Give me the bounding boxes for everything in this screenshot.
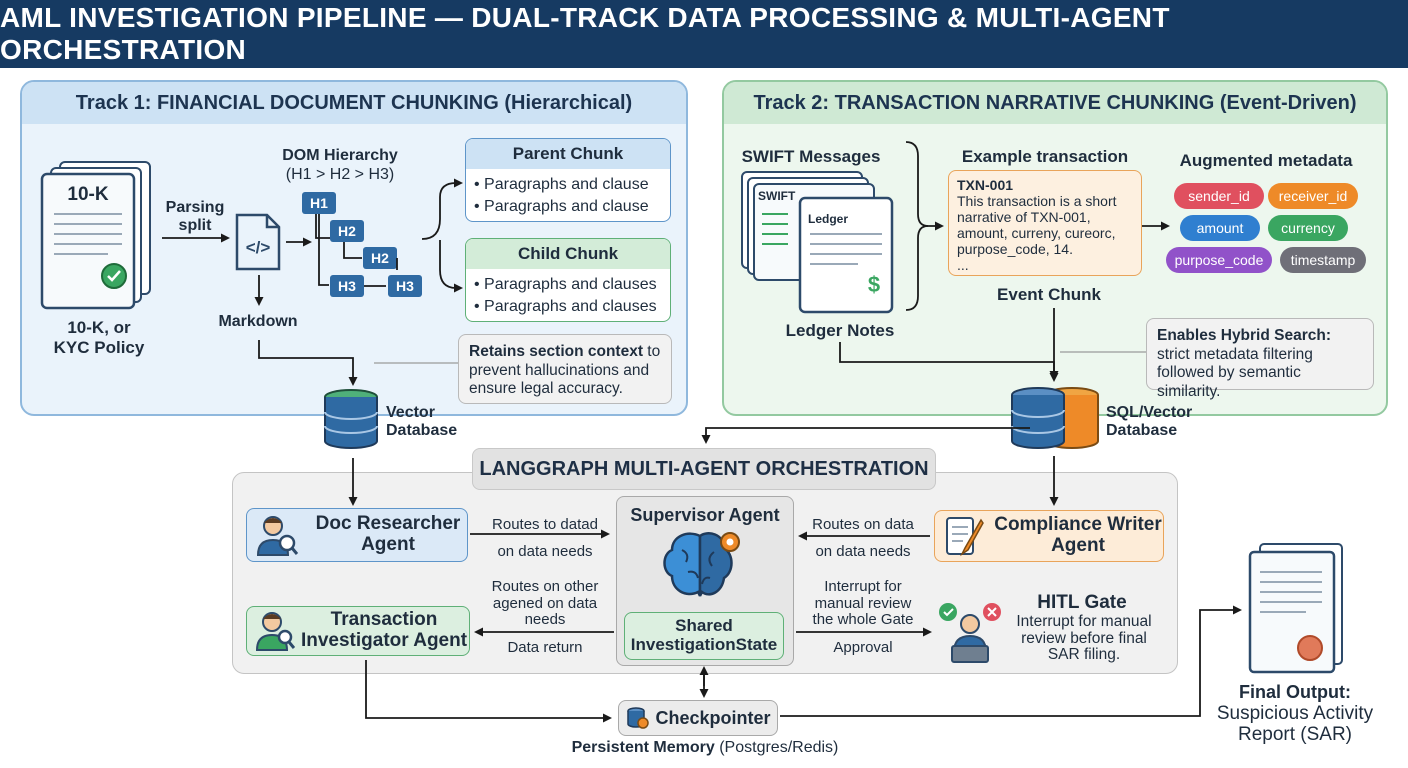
track2-note: Enables Hybrid Search: strict metadata f… [1146,318,1374,400]
checkpointer-caption: Persistent Memory (Postgres/Redis) [540,739,870,757]
edge-label: Routes on data [812,516,914,533]
ledger-doc-label: Ledger [808,212,849,226]
track1-note-text: to prevent hallucinations and ensure leg… [469,343,661,398]
child-chunk-line: • Paragraphs and clauses [474,297,657,315]
track1-note-bold: Retains section context [469,343,643,360]
checkpointer-caption-bold: Persistent Memory [571,739,715,756]
example-id: TXN-001 [957,177,1014,193]
checkpointer-box[interactable]: Checkpointer [618,700,778,736]
database-icon [627,707,650,729]
heading-h3: H3 [388,275,422,297]
child-chunk-title: Child Chunk [466,239,670,269]
metadata-pill: timestamp [1280,247,1366,273]
svg-text:</>: </> [246,238,271,257]
swift-doc-label: SWIFT [758,189,796,203]
checkpointer-caption-rest: (Postgres/Redis) [714,739,839,756]
heading-h1: H1 [302,192,336,214]
hitl-text: Interrupt for manual review before final… [1016,613,1152,664]
dom-title: DOM Hierarchy [282,147,398,164]
transaction-investigator-agent[interactable]: Transaction Investigator Agent [246,606,470,656]
track1-note: Retains section context to prevent hallu… [458,334,672,404]
edge-label: Routes on other agened on data needs [491,578,599,628]
parsing-label: Parsing split [165,199,225,234]
vector-database-label: Vector Database [386,404,458,440]
metadata-pill: amount [1180,215,1260,241]
parent-chunk-line: • Paragraphs and clause [474,176,649,193]
doc-researcher-agent[interactable]: Doc Researcher Agent [246,508,468,562]
document-quill-icon [946,517,984,557]
markdown-label: Markdown [218,313,298,330]
vector-database-icon [324,389,378,449]
final-output-text: Suspicious Activity Report (SAR) [1216,703,1374,745]
document-stack-icon [40,161,151,310]
document-caption: 10-K, or KYC Policy [53,318,145,357]
metadata-pill: receiver_id [1268,183,1358,209]
edge-label: Data return [507,639,583,656]
edge-label: on data needs [497,543,593,560]
track2-note-text: strict metadata filtering followed by se… [1157,345,1313,400]
child-chunk-box: Child Chunk • Paragraphs and clauses • P… [465,238,671,322]
investigator-icon [255,612,295,651]
example-title: Example transaction [961,147,1129,166]
child-chunk-line: • Paragraphs and clauses [474,276,657,293]
metadata-pill: purpose_code [1166,247,1272,273]
track1-header: Track 1: FINANCIAL DOCUMENT CHUNKING (Hi… [22,82,686,124]
final-output-title: Final Output: [1239,682,1351,702]
sql-vector-database-label: SQL/Vector Database [1106,404,1193,440]
sql-vector-database-icon [1011,387,1099,449]
document-label: 10-K [67,184,109,205]
edge-label: Approval [833,639,893,656]
compliance-writer-agent[interactable]: Compliance Writer Agent [934,510,1164,562]
doc-researcher-label: Doc Researcher Agent [315,513,461,555]
hitl-reviewer-icon [939,603,1001,663]
event-chunk-label: Event Chunk [997,285,1101,304]
heading-h2: H2 [330,220,364,242]
parent-chunk-title: Parent Chunk [466,139,670,169]
hitl-title: HITL Gate [1037,592,1127,613]
parent-chunk-line: • Paragraphs and clause [474,197,649,215]
transaction-investigator-label: Transaction Investigator Agent [300,609,468,651]
shared-state-box: Shared InvestigationState [624,612,784,660]
dom-subtitle: (H1 > H2 > H3) [285,166,395,183]
ledger-caption: Ledger Notes [785,321,895,340]
edge-label: on data needs [815,543,911,560]
edge-label: Interrupt for manual review the whole Ga… [812,578,914,628]
swift-ledger-icon: $ [741,171,894,314]
checkpointer-label: Checkpointer [655,707,771,728]
compliance-writer-label: Compliance Writer Agent [994,514,1162,556]
example-text: This transaction is a short narrative of… [957,193,1117,274]
researcher-icon [256,516,299,556]
page-title: AML INVESTIGATION PIPELINE — DUAL-TRACK … [0,0,1408,68]
brain-gear-icon [663,532,740,597]
edge-label: Routes to datad [492,516,598,533]
metadata-title: Augmented metadata [1179,151,1353,170]
swift-label: SWIFT Messages [741,147,881,166]
track2-header: Track 2: TRANSACTION NARRATIVE CHUNKING … [724,82,1386,124]
supervisor-label: Supervisor Agent [630,505,780,525]
code-file-icon: </> [235,213,281,271]
heading-h3: H3 [330,275,364,297]
metadata-pill: currency [1268,215,1348,241]
parent-chunk-box: Parent Chunk • Paragraphs and clause • P… [465,138,671,222]
example-transaction-box: TXN-001 This transaction is a short narr… [948,170,1142,276]
sar-report-icon [1248,543,1343,674]
metadata-pill: sender_id [1174,183,1264,209]
track2-note-bold: Enables Hybrid Search: [1157,327,1332,344]
svg-text:$: $ [868,272,880,297]
orchestration-title: LANGGRAPH MULTI-AGENT ORCHESTRATION [472,448,936,490]
heading-h2: H2 [363,247,397,269]
